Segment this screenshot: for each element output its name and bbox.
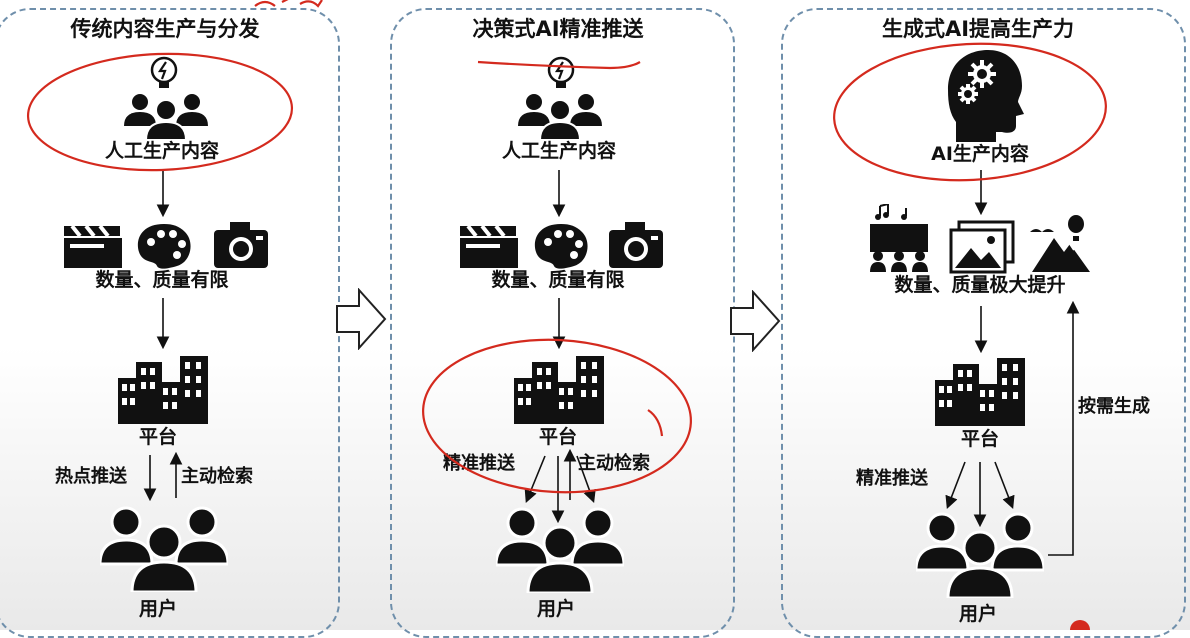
clapperboard-icon [64,224,122,268]
palette-icon [534,224,588,269]
transition-arrow-icon [336,288,387,350]
users-group-icon [100,506,228,592]
platform-label: 平台 [538,426,578,448]
panel-title: 决策式AI精准推送 [472,17,644,41]
lightbulb-icon [150,56,178,88]
user-label: 用户 [138,598,178,620]
push-label: 热点推送 [55,466,127,487]
user-label: 用户 [958,603,998,625]
lightbulb-icon [547,56,575,88]
pictures-gallery-icon [949,220,1015,274]
mountain-balloon-icon [1030,215,1090,272]
producer-label: 人工生产内容 [104,140,220,162]
buildings-icon [935,358,1025,426]
buildings-icon [514,356,604,424]
music-audience-icon [870,204,928,272]
quantity-quality-label: 数量、质量有限 [491,269,625,291]
platform-label: 平台 [138,426,178,448]
producer-label: AI生产内容 [931,143,1029,165]
team-people-icon [518,94,602,140]
camera-icon [214,222,268,268]
camera-icon [609,222,663,268]
users-group-icon [496,507,624,593]
push-label: 精准推送 [443,453,515,474]
user-label: 用户 [536,598,576,620]
transition-arrow-icon [730,290,781,352]
quantity-quality-label: 数量、质量极大提升 [894,274,1066,296]
quantity-quality-label: 数量、质量有限 [95,269,229,291]
platform-label: 平台 [960,428,1000,450]
users-group-icon [916,512,1044,598]
ai-brain-head-icon [948,50,1024,142]
palette-icon [137,224,191,269]
buildings-icon [118,356,208,424]
search-label: 主动检索 [181,466,253,487]
search-label: 主动检索 [578,453,650,474]
team-people-icon [124,94,208,140]
panel-title: 生成式AI提高生产力 [881,17,1075,41]
producer-label: 人工生产内容 [501,140,617,162]
clapperboard-icon [460,224,518,268]
on-demand-label: 按需生成 [1078,396,1150,417]
panel-title: 传统内容生产与分发 [70,17,260,41]
push-label: 精准推送 [856,468,928,489]
